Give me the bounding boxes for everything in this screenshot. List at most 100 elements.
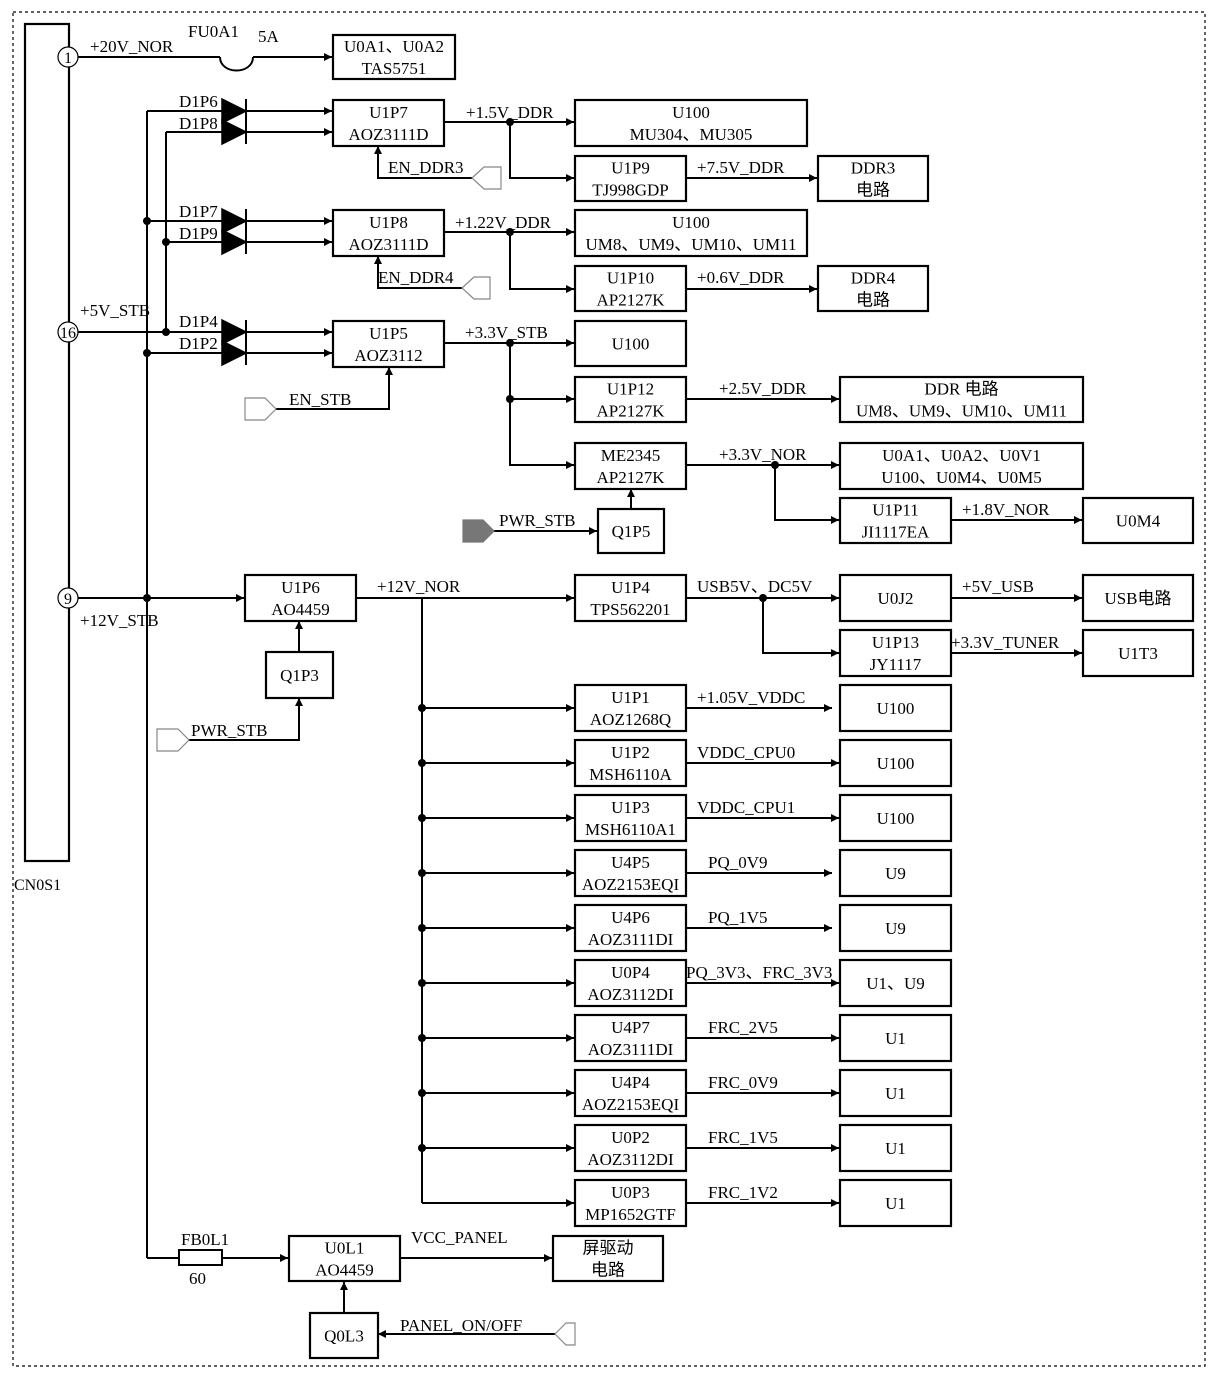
block-label: U100	[877, 699, 915, 718]
block-label: 电路	[856, 291, 890, 310]
net-label: +1.22V_DDR	[455, 213, 552, 232]
block-label: 电路	[856, 181, 890, 200]
block-box	[243, 573, 358, 623]
block-box	[573, 1068, 688, 1118]
block-box	[838, 375, 1085, 424]
block-label: U100、U0M4、U0M5	[881, 468, 1042, 487]
net-label: VCC_PANEL	[411, 1228, 508, 1247]
block-box	[573, 1178, 688, 1228]
net-label: +2.5V_DDR	[719, 379, 807, 398]
net-label: +1.5V_DDR	[466, 103, 554, 122]
block-box	[331, 208, 446, 258]
block-box	[1081, 496, 1195, 545]
ferrite-value: 60	[189, 1269, 206, 1288]
block-box	[573, 208, 809, 258]
block-label: U1、U9	[866, 974, 925, 993]
block-label: U100	[672, 213, 710, 232]
block-label: AOZ3111DI	[588, 930, 674, 949]
net-label: +7.5V_DDR	[697, 158, 785, 177]
block-label: JI1117EA	[862, 523, 930, 542]
net-label: PQ_1V5	[708, 908, 768, 927]
block-label: U1P1	[611, 688, 650, 707]
block-label: U1P4	[611, 578, 650, 597]
block-box	[331, 98, 446, 148]
block-label: U100	[877, 809, 915, 828]
net-label: FRC_1V2	[708, 1183, 778, 1202]
block-box	[838, 1123, 953, 1173]
block-box	[573, 903, 688, 953]
block-box	[573, 98, 809, 148]
net-label: +12V_NOR	[377, 577, 461, 596]
net-label: +1.8V_NOR	[962, 500, 1050, 519]
block-box	[838, 738, 953, 788]
connector-pin-9: 9	[57, 587, 79, 609]
block-label: AOZ2153EQI	[582, 1095, 680, 1114]
block-box	[573, 958, 688, 1008]
block-label: AOZ2153EQI	[582, 875, 680, 894]
block-label: U1P10	[607, 269, 654, 288]
en-ddr4-port	[461, 276, 491, 300]
block-box	[287, 1234, 402, 1283]
block-box	[838, 903, 953, 953]
block-label: UM8、UM9、UM10、UM11	[856, 402, 1067, 421]
block-l-u0p2: U1	[838, 1123, 953, 1173]
block-label: DDR4	[851, 269, 896, 288]
block-box	[551, 1234, 665, 1283]
block-l-u0p4: U1、U9	[838, 958, 953, 1008]
block-label: U1P6	[281, 578, 320, 597]
block-label: MSH6110A	[589, 765, 672, 784]
block-l-u0p3: U1	[838, 1178, 953, 1228]
block-label: JY1117	[870, 655, 922, 674]
block-label: U0M4	[1116, 512, 1161, 531]
ferrite-bead-symbol	[178, 1249, 223, 1266]
block-label: U1P13	[872, 633, 919, 652]
block-label: U0L1	[325, 1239, 365, 1258]
block-box	[838, 683, 953, 733]
block-label: AOZ3112DI	[587, 985, 674, 1004]
block-box	[331, 319, 446, 369]
diode-label-d1p2: D1P2	[179, 334, 218, 353]
block-box	[838, 441, 1085, 491]
blocks: U0A1、U0A2TAS5751U1P7AOZ3111DU100MU304、MU…	[243, 33, 1195, 1360]
diode-label-d1p4: D1P4	[179, 312, 218, 331]
block-l-u4p7: U1	[838, 1013, 953, 1063]
diode-label-d1p6: D1P6	[179, 92, 218, 111]
block-label: UM8、UM9、UM10、UM11	[586, 235, 797, 254]
block-label: Q1P3	[280, 666, 319, 685]
pin-number: 16	[60, 325, 76, 342]
net-label: +5V_USB	[962, 577, 1034, 596]
net-label: +3.3V_STB	[465, 323, 548, 342]
block-label: U1P9	[611, 159, 650, 178]
pwr-stb-port-2	[156, 728, 190, 752]
block-label: AOZ3112	[354, 346, 422, 365]
diode-symbols	[221, 97, 248, 367]
block-box	[838, 1013, 953, 1063]
block-label: ME2345	[601, 446, 661, 465]
block-label: TJ998GDP	[592, 181, 669, 200]
block-box	[264, 650, 335, 700]
block-label: USB电路	[1104, 589, 1171, 608]
connector-body	[23, 22, 71, 863]
en-ddr3-port	[471, 166, 502, 190]
ferrite-label: FB0L1	[181, 1230, 229, 1249]
block-label: U4P4	[611, 1073, 650, 1092]
block-label: U0A1、U0A2、U0V1	[882, 446, 1041, 465]
block-label: AP2127K	[596, 468, 665, 487]
block-label: AP2127K	[596, 291, 665, 310]
block-label: U1P7	[369, 103, 408, 122]
net-label: +5V_STB	[80, 301, 150, 320]
block-box	[331, 33, 457, 81]
block-u100-c: U100	[573, 319, 688, 368]
block-box	[573, 264, 688, 313]
